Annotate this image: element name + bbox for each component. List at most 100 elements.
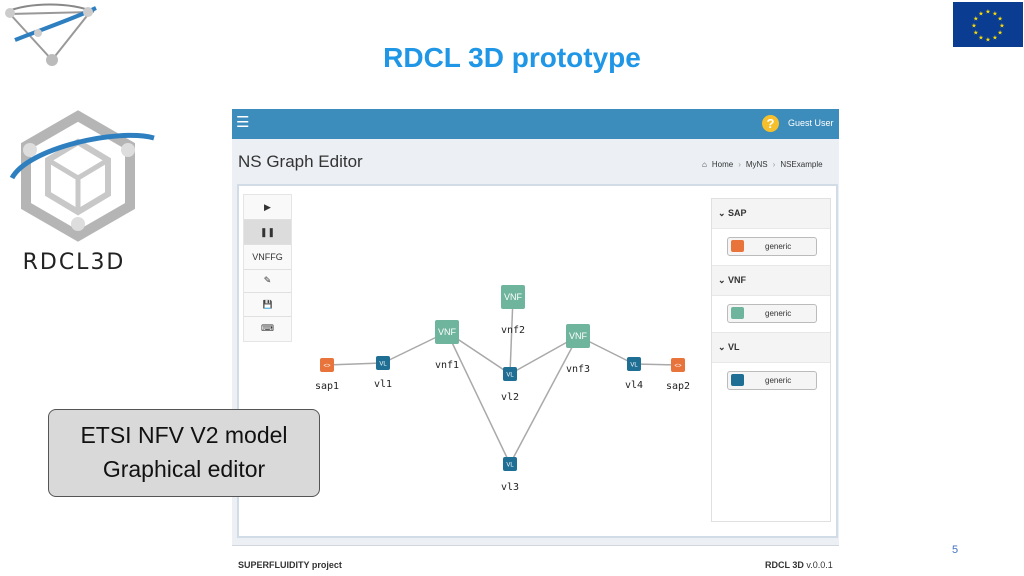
pause-button[interactable]: ❚❚ (244, 220, 291, 245)
graph-svg[interactable]: <>sap1VLvl1VNFvnf1VNFvnf2VLvl2VNFvnf3VLv… (239, 186, 836, 536)
eu-star-icon: ★ (971, 23, 976, 30)
eu-star-icon: ★ (992, 10, 997, 17)
footer-version-number: v.0.0.1 (806, 560, 833, 570)
edit-icon: ✎ (263, 274, 272, 285)
graph-node-vnf1[interactable]: VNF vnf1 (435, 320, 459, 371)
keyboard-icon: ⌨ (261, 322, 274, 333)
graph-node-vl3[interactable]: VL vl3 (501, 457, 519, 493)
node-icon-text: VNF (569, 331, 588, 341)
eu-star-icon: ★ (973, 16, 978, 23)
superfluidity-logo (5, 3, 97, 66)
sap-node-icon[interactable] (320, 358, 334, 372)
rdcl-app-window: ☰ ? Guest User NS Graph Editor ⌂ Home › … (232, 109, 839, 576)
vl-node-icon[interactable] (503, 457, 517, 471)
node-label: sap2 (666, 381, 690, 392)
pause-icon: ❚❚ (259, 226, 276, 237)
vnffg-button[interactable]: VNFFG (244, 245, 291, 270)
breadcrumb: ⌂ Home › MyNS › NSExample (702, 160, 823, 169)
hamburger-menu-icon[interactable]: ☰ (236, 114, 250, 131)
breadcrumb-home[interactable]: Home (711, 160, 734, 169)
graph-edge[interactable] (326, 362, 384, 366)
palette-item-label: generic (765, 376, 792, 385)
eu-flag-icon: ★★★★★★★★★★★★ (953, 2, 1023, 47)
node-label: vnf1 (435, 360, 459, 371)
save-button[interactable]: 💾 (244, 292, 291, 317)
breadcrumb-separator: › (772, 160, 776, 169)
node-label: sap1 (315, 381, 339, 392)
node-label: vnf2 (501, 325, 525, 336)
play-icon: ▶ (264, 201, 271, 212)
callout-line-1: ETSI NFV V2 model (80, 422, 288, 448)
breadcrumb-separator: › (738, 160, 741, 169)
callout-line-2: Graphical editor (102, 456, 266, 482)
palette-section-vl[interactable]: ⌄ VL (712, 332, 830, 363)
palette-item-label: generic (765, 242, 792, 251)
node-icon-text: VL (506, 463, 514, 469)
graph-edge[interactable] (509, 296, 514, 375)
keyboard-button[interactable]: ⌨ (244, 316, 291, 340)
palette-section-sap[interactable]: ⌄ SAP (712, 199, 830, 229)
breadcrumb-nsexample[interactable]: NSExample (780, 160, 823, 169)
sap-swatch (731, 240, 744, 252)
eu-star-icon: ★ (997, 30, 1002, 37)
node-icon-text: VL (506, 373, 514, 379)
rdcl3d-logo-text: RDCL3D (22, 250, 126, 275)
node-label: vl1 (374, 379, 392, 390)
footer-version: RDCL 3D v.0.0.1 (765, 560, 833, 570)
save-icon: 💾 (262, 299, 273, 309)
edit-button[interactable]: ✎ (244, 268, 291, 293)
graph-edge[interactable] (633, 363, 679, 366)
user-menu[interactable]: Guest User (788, 118, 834, 128)
breadcrumb-myns[interactable]: MyNS (745, 160, 768, 169)
vnf-node-icon[interactable] (435, 320, 459, 344)
vnf-node-icon[interactable] (501, 285, 525, 309)
graph-node-vnf2[interactable]: VNF vnf2 (501, 285, 525, 336)
help-icon[interactable]: ? (762, 115, 779, 132)
graph-node-vl4[interactable]: VL vl4 (625, 357, 643, 391)
app-footer: SUPERFLUIDITY project RDCL 3D v.0.0.1 (232, 545, 839, 576)
home-icon: ⌂ (702, 160, 707, 169)
node-icon-text: <> (323, 364, 331, 370)
palette-item-vl-generic[interactable]: generic (727, 371, 817, 390)
graph-node-sap1[interactable]: <> sap1 (315, 358, 339, 392)
palette-item-label: generic (765, 309, 792, 318)
eu-star-icon: ★ (985, 37, 990, 44)
graph-edge[interactable] (509, 335, 579, 465)
graph-edge[interactable] (446, 331, 511, 465)
sap-node-icon[interactable] (671, 358, 685, 372)
vnffg-label: VNFFG (252, 252, 283, 262)
vnf-node-icon[interactable] (566, 324, 590, 348)
node-label: vl3 (501, 482, 519, 493)
graph-node-vnf3[interactable]: VNF vnf3 (566, 324, 590, 375)
vl-swatch (731, 374, 744, 386)
node-icon-text: <> (674, 364, 682, 370)
palette-section-vnf[interactable]: ⌄ VNF (712, 265, 830, 296)
node-label: vnf3 (566, 364, 590, 375)
palette-section-label: VL (728, 342, 740, 352)
eu-star-icon: ★ (973, 30, 978, 37)
editor-toolbar: ▶ ❚❚ VNFFG ✎ 💾 ⌨ (243, 194, 292, 342)
play-button[interactable]: ▶ (244, 195, 291, 220)
node-icon-text: VNF (438, 327, 457, 337)
graph-node-sap2[interactable]: <> sap2 (666, 358, 690, 392)
palette-item-sap-generic[interactable]: generic (727, 237, 817, 256)
eu-star-icon: ★ (985, 9, 990, 16)
eu-star-icon: ★ (978, 10, 983, 17)
vl-node-icon[interactable] (627, 357, 641, 371)
node-icon-text: VNF (504, 292, 523, 302)
rdcl3d-logo (9, 110, 155, 242)
footer-project-name: SUPERFLUIDITY project (238, 560, 342, 570)
vl-node-icon[interactable] (503, 367, 517, 381)
palette-item-vnf-generic[interactable]: generic (727, 304, 817, 323)
eu-star-icon: ★ (997, 16, 1002, 23)
node-palette: ⌄ SAP generic ⌄ VNF generic ⌄ VL generic (711, 198, 831, 522)
vnf-swatch (731, 307, 744, 319)
vl-node-icon[interactable] (376, 356, 390, 370)
page-number: 5 (952, 544, 959, 556)
node-icon-text: VL (630, 363, 638, 369)
node-label: vl4 (625, 380, 643, 391)
eu-star-icon: ★ (999, 23, 1004, 30)
top-navbar: ☰ ? Guest User (232, 109, 839, 139)
